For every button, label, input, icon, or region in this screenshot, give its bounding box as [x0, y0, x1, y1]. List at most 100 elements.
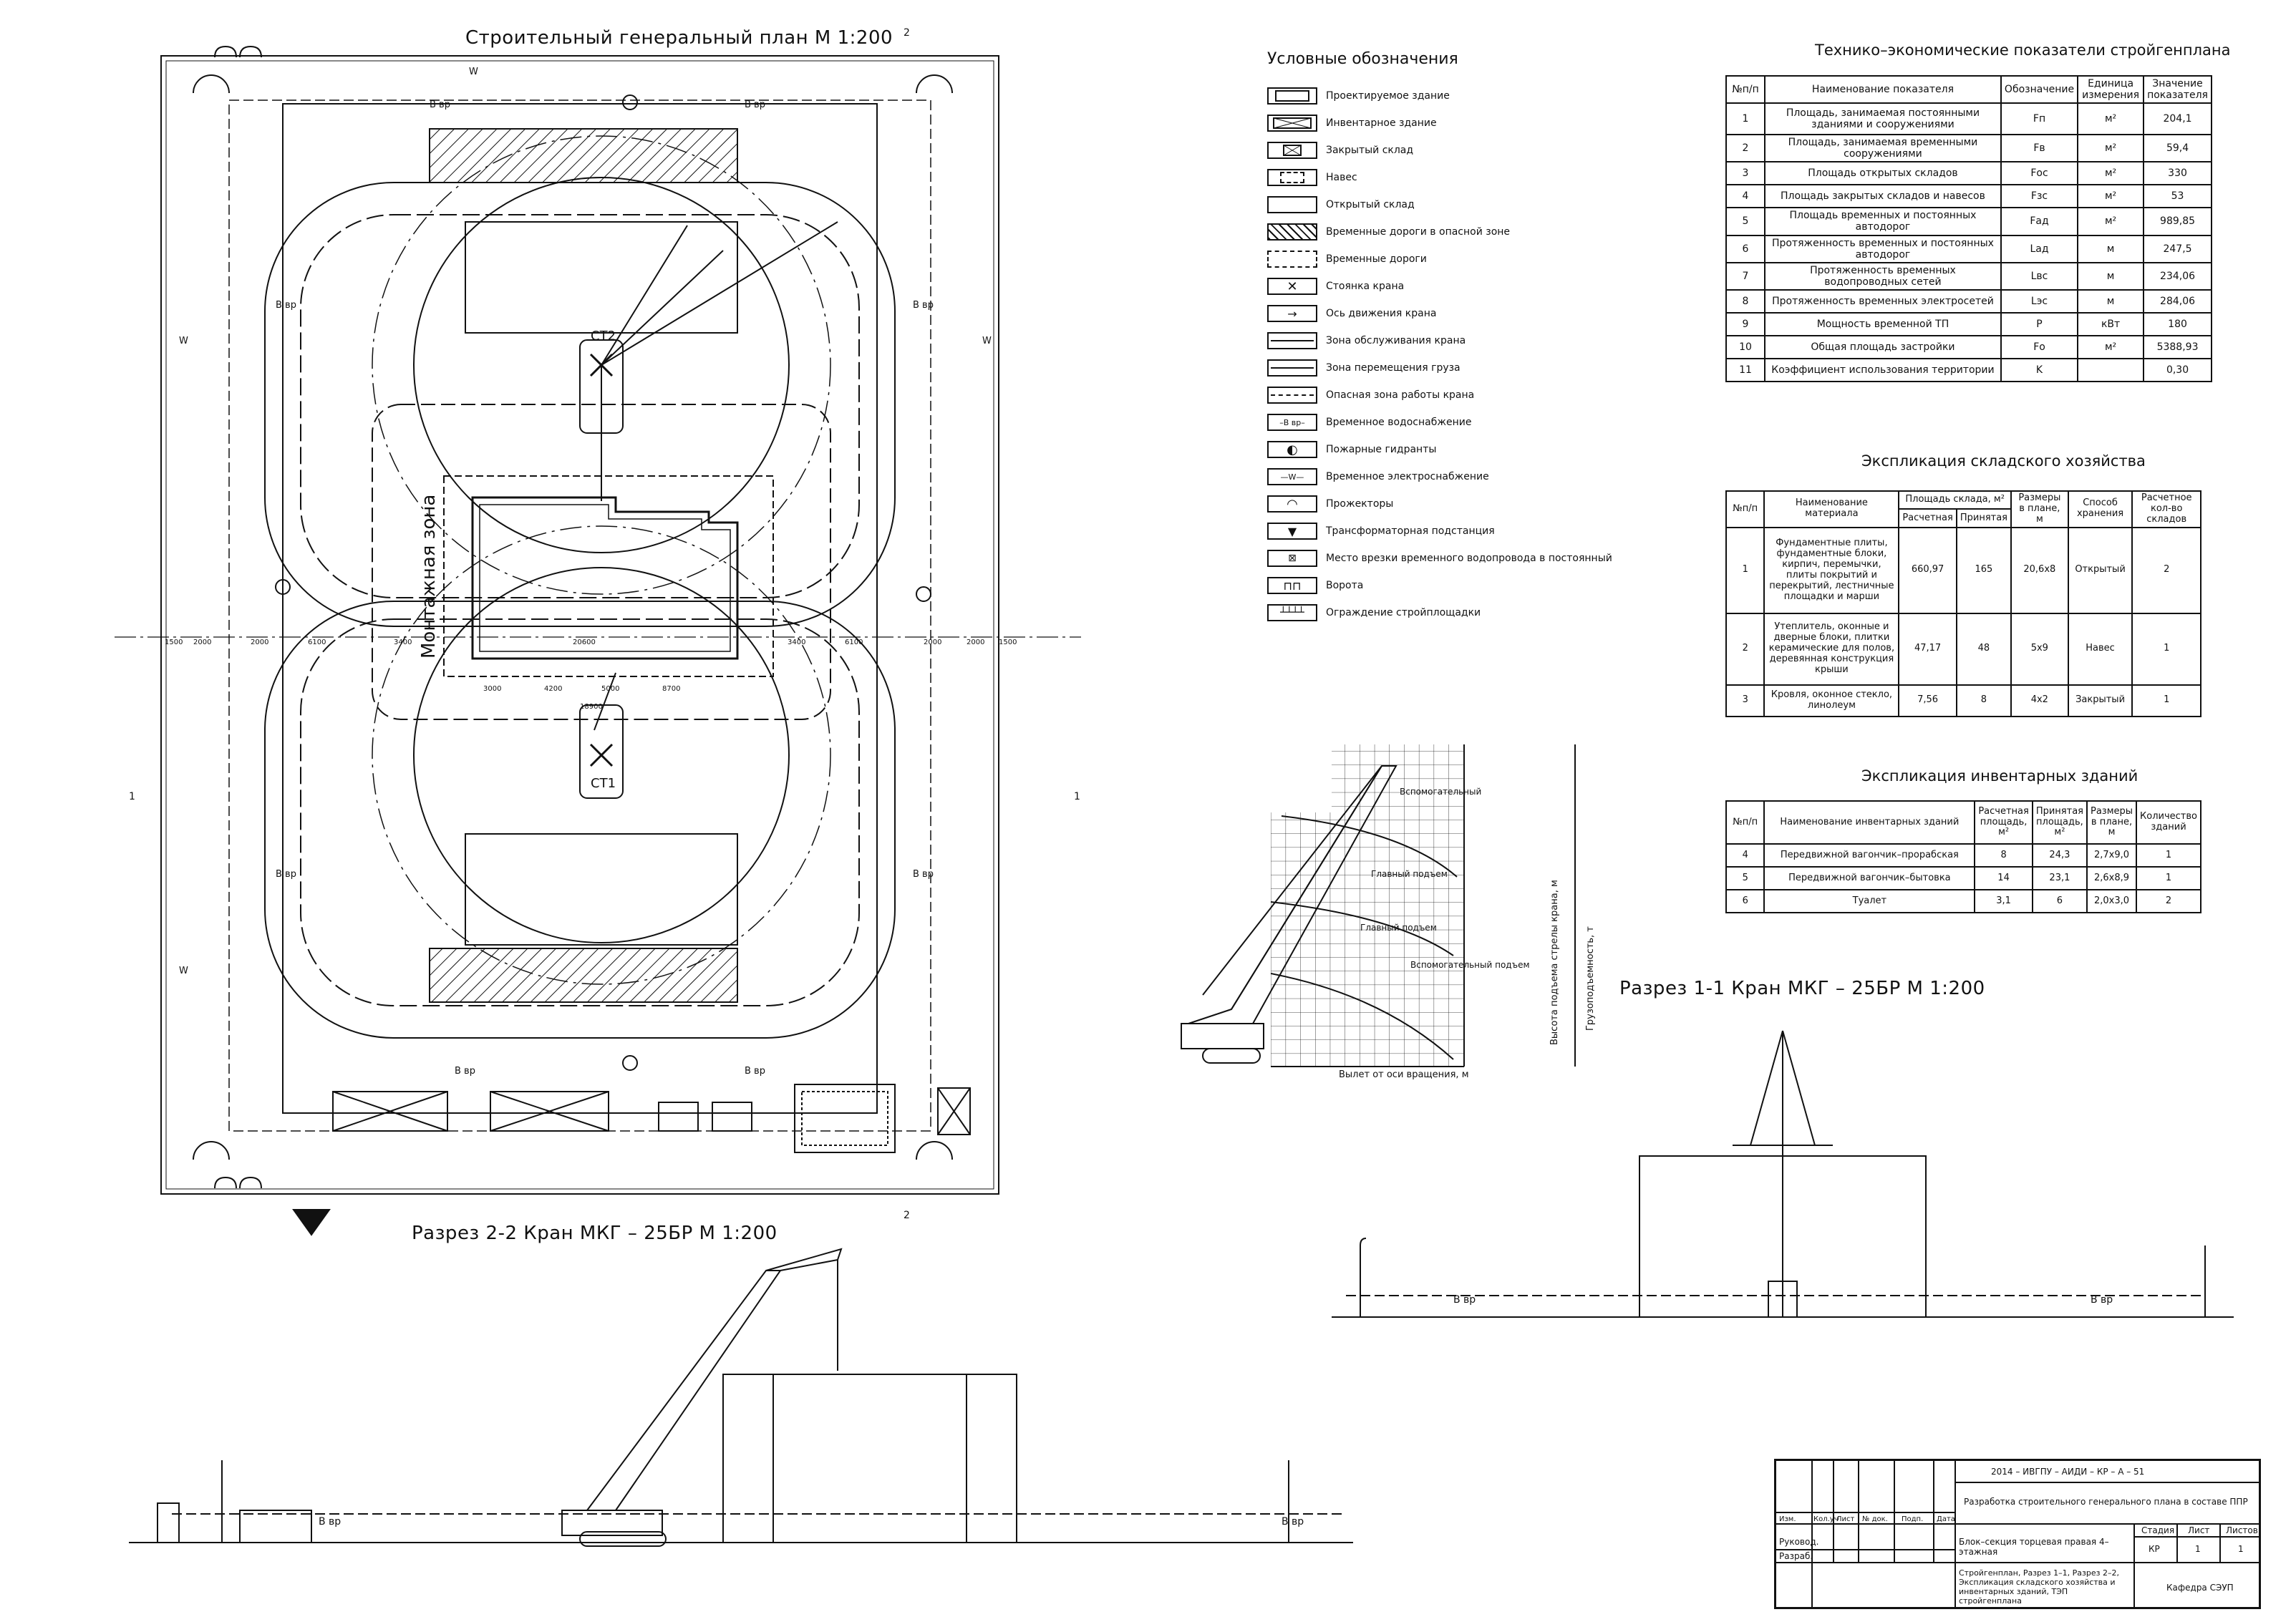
- water-supply-icon: –В вр–: [1267, 414, 1317, 431]
- table-header: Количество зданий: [2136, 800, 2201, 845]
- legend-item: Инвентарное здание: [1267, 110, 1668, 137]
- curve-label: Вспомогательный: [1400, 787, 1481, 797]
- fence-icon: ┴┴┴┴: [1267, 604, 1317, 621]
- table-header: №п/п: [1725, 490, 1765, 528]
- table-header: Наименование показателя: [1763, 74, 2002, 105]
- legend-item: ⊠Место врезки временного водопровода в п…: [1267, 545, 1668, 572]
- road-icon: [1267, 251, 1317, 268]
- legend-label: Временные дороги: [1326, 253, 1427, 265]
- water-label: В вр: [1453, 1294, 1476, 1306]
- title-block: 2014 – ИВГПУ – АИДИ – КР – А – 51 Разраб…: [1774, 1459, 2261, 1609]
- org-name: Кафедра СЭУП: [2166, 1583, 2234, 1593]
- legend-label: Зона обслуживания крана: [1326, 335, 1466, 346]
- legend-item: ▼Трансформаторная подстанция: [1267, 518, 1668, 545]
- water-label: В вр: [745, 99, 765, 110]
- water-label: В вр: [430, 99, 450, 110]
- dim-label: 4200: [544, 685, 562, 693]
- water-label: В вр: [319, 1516, 341, 1528]
- table-header: №п/п: [1725, 800, 1765, 845]
- table-header: Расчетное кол-во складов: [2131, 490, 2201, 528]
- dim-label: 5000: [601, 685, 619, 693]
- dim-label: 2000: [193, 638, 211, 646]
- sheet-header: Лист: [2188, 1525, 2210, 1535]
- col-header: Изм.: [1779, 1515, 1796, 1523]
- table-header: Наименование инвентарных зданий: [1763, 800, 1976, 845]
- legend-item: ⊓⊓Ворота: [1267, 572, 1668, 599]
- role-label: Разраб.: [1779, 1551, 1813, 1561]
- open-storage-icon: [1267, 196, 1317, 213]
- dim-label: 6100: [308, 638, 326, 646]
- crane-st1-label: СТ1: [591, 776, 616, 791]
- section-mark: 1: [1074, 791, 1080, 802]
- inv-caption: Экспликация инвентарных зданий: [1861, 767, 2138, 785]
- curve-label: Главный подъем: [1371, 869, 1448, 879]
- transformer-icon: ▼: [1267, 523, 1317, 540]
- role-label: Руковод.: [1779, 1537, 1819, 1547]
- tep-table: №п/п Наименование показателя Обозначение…: [1725, 74, 2212, 382]
- legend: Условные обозначения Проектируемое здани…: [1267, 50, 1668, 626]
- dim-label: 3000: [483, 685, 501, 693]
- dim-label: 1500: [999, 638, 1017, 646]
- table-header: Расчетная: [1898, 508, 1957, 528]
- service-zone-icon: [1267, 332, 1317, 349]
- closed-storage-icon: [1267, 142, 1317, 159]
- temp-building-icon: [1267, 115, 1317, 132]
- dim-label: 3400: [788, 638, 805, 646]
- water-label: В вр: [745, 1066, 765, 1077]
- dim-label: 3400: [394, 638, 412, 646]
- table-header: №п/п: [1725, 74, 1765, 105]
- col-header: Кол.уч: [1813, 1515, 1839, 1523]
- table-header: Размеры в плане, м: [2010, 490, 2069, 528]
- legend-label: Проектируемое здание: [1326, 90, 1450, 102]
- legend-label: Временные дороги в опасной зоне: [1326, 226, 1511, 238]
- dim-label: 6100: [845, 638, 863, 646]
- legend-label: Ось движения крана: [1326, 308, 1437, 319]
- table-header: Наименование материала: [1763, 490, 1900, 528]
- storage-table: №п/п Наименование материала Площадь скла…: [1725, 490, 2201, 717]
- water-label: В вр: [913, 300, 934, 311]
- crane-stand-icon: ✕: [1267, 278, 1317, 295]
- crane-st2-label: СТ2: [591, 329, 616, 344]
- dim-label: 1500: [165, 638, 183, 646]
- doc-code: 2014 – ИВГПУ – АИДИ – КР – А – 51: [1991, 1467, 2145, 1477]
- danger-road-icon: [1267, 223, 1317, 241]
- mounting-zone-label: Монтажная зона: [418, 495, 440, 659]
- table-header: Значение показателя: [2143, 74, 2212, 105]
- col-header: № док.: [1862, 1515, 1888, 1523]
- col-header: Дата: [1937, 1515, 1955, 1523]
- legend-item: ✕Стоянка крана: [1267, 273, 1668, 300]
- legend-item: Зона обслуживания крана: [1267, 327, 1668, 354]
- table-header: Принятая площадь, м²: [2031, 800, 2088, 845]
- legend-item: Зона перемещения груза: [1267, 354, 1668, 382]
- section-2-2: В вр В вр: [129, 1248, 1353, 1547]
- legend-item: –В вр–Временное водоснабжение: [1267, 409, 1668, 436]
- curve-label: Главный подъем: [1360, 923, 1437, 933]
- y-axis-label-2: Грузоподъемность, т: [1585, 926, 1596, 1031]
- water-label: В вр: [2091, 1294, 2113, 1306]
- section11-title: Разрез 1-1 Кран МКГ – 25БР М 1:200: [1619, 978, 1985, 999]
- legend-item: ◠Прожекторы: [1267, 490, 1668, 518]
- legend-label: Временное электроснабжение: [1326, 471, 1489, 482]
- section22-title: Разрез 2-2 Кран МКГ – 25БР М 1:200: [412, 1223, 778, 1244]
- section-mark: 2: [904, 27, 910, 39]
- gate-icon: ⊓⊓: [1267, 577, 1317, 594]
- power-label: W: [982, 336, 992, 346]
- cargo-zone-icon: [1267, 359, 1317, 377]
- power-label: W: [179, 966, 188, 976]
- sheets-header: Листов: [2226, 1525, 2258, 1535]
- dim-label: 20600: [573, 638, 596, 646]
- legend-label: Открытый склад: [1326, 199, 1415, 210]
- crane-axis-icon: →: [1267, 305, 1317, 322]
- legend-label: Пожарные гидранты: [1326, 444, 1437, 455]
